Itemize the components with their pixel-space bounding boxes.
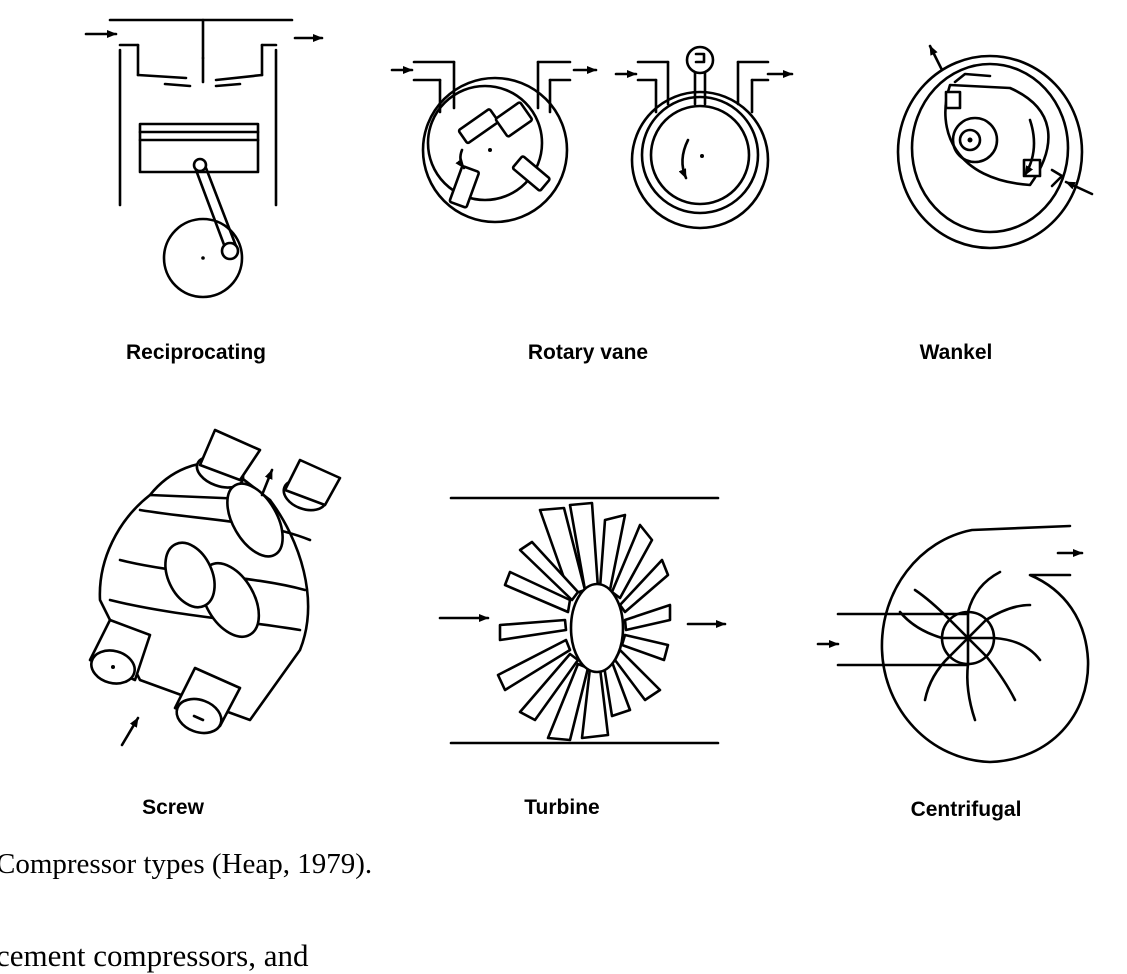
wankel-diagram bbox=[896, 44, 1094, 250]
label-screw: Screw bbox=[142, 796, 204, 819]
rotary-vane-diagram bbox=[390, 60, 598, 224]
turbine-diagram bbox=[438, 496, 727, 745]
label-wankel: Wankel bbox=[919, 341, 993, 364]
screw-diagram bbox=[88, 428, 342, 747]
centrifugal-diagram bbox=[816, 524, 1090, 764]
label-turbine: Turbine bbox=[524, 796, 600, 819]
outlet-arrow bbox=[928, 44, 944, 72]
label-centrifugal: Centrifugal bbox=[910, 798, 1022, 821]
label-reciprocating: Reciprocating bbox=[125, 341, 267, 364]
inlet-arrow bbox=[120, 716, 140, 747]
rolling-piston-diagram bbox=[614, 45, 794, 230]
figure-caption: Compressor types (Heap, 1979). bbox=[0, 848, 373, 880]
label-rotary-vane: Rotary vane bbox=[527, 341, 649, 364]
outlet-arrow bbox=[260, 468, 274, 497]
body-text-fragment: cement compressors, and bbox=[0, 938, 309, 973]
reciprocating-diagram bbox=[84, 18, 324, 299]
inlet-arrow bbox=[1064, 180, 1094, 196]
